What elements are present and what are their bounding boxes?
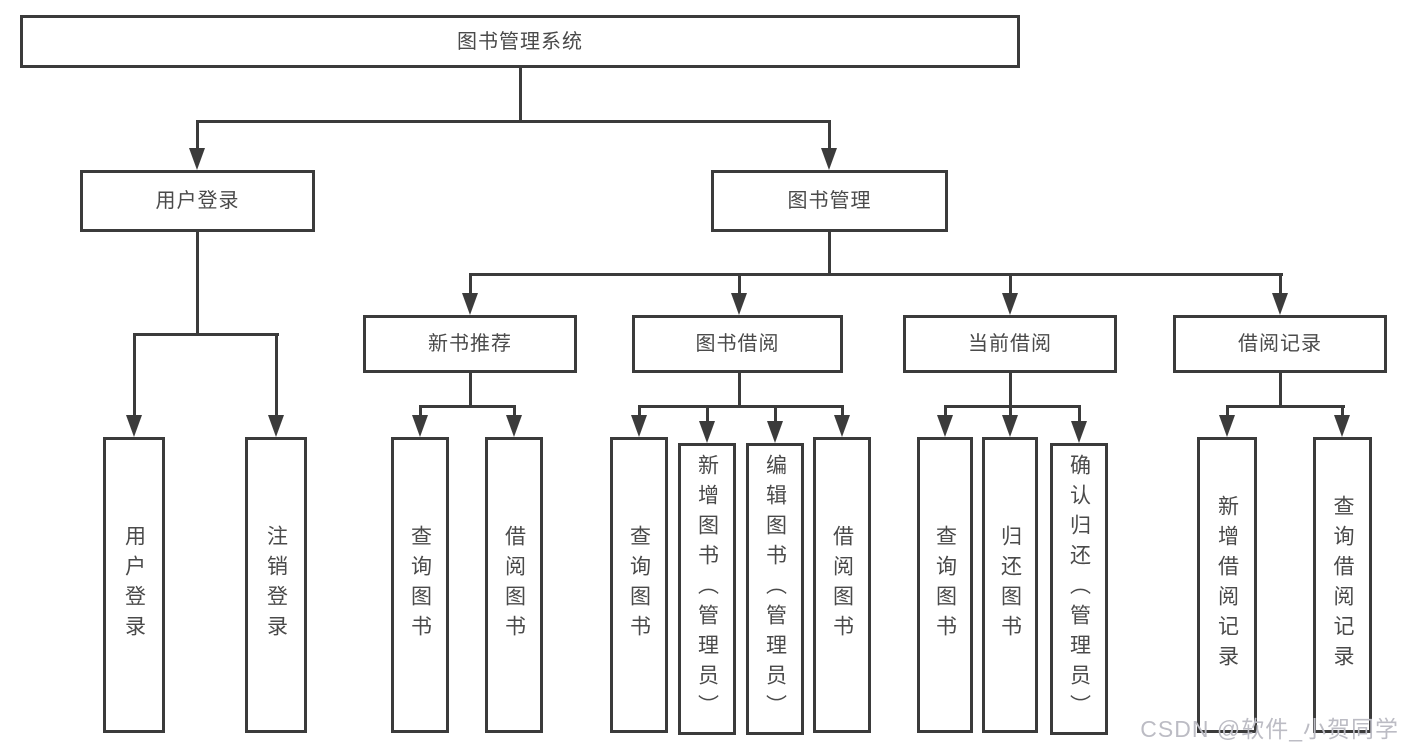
connector-hline xyxy=(133,333,279,336)
connector-arrow-line xyxy=(1341,405,1344,417)
leaf-return-books: 归还图书 xyxy=(982,437,1038,733)
leaf-add-borrow-record: 新增借阅记录 xyxy=(1197,437,1257,733)
node-borrow-records-label: 借阅记录 xyxy=(1238,333,1322,355)
leaf-add-borrow-record-label: 新增借阅记录 xyxy=(1215,495,1239,675)
leaf-confirm-return-admin: 确认归还（管理员） xyxy=(1050,443,1108,735)
connector-arrow-line xyxy=(1226,405,1229,417)
node-current-borrowing: 当前借阅 xyxy=(903,315,1117,373)
arrowhead-down-icon xyxy=(126,415,142,437)
leaf-current-query-books-label: 查询图书 xyxy=(933,525,957,645)
node-user-login-label: 用户登录 xyxy=(155,190,240,212)
arrowhead-down-icon xyxy=(937,415,953,437)
arrowhead-down-icon xyxy=(631,415,647,437)
node-borrow-records: 借阅记录 xyxy=(1173,315,1387,373)
arrowhead-down-icon xyxy=(462,293,478,315)
node-root: 图书管理系统 xyxy=(20,15,1020,68)
arrowhead-down-icon xyxy=(1334,415,1350,437)
node-book-management-label: 图书管理 xyxy=(787,190,872,212)
connector-arrow-line xyxy=(738,273,741,295)
leaf-query-borrow-record: 查询借阅记录 xyxy=(1313,437,1372,733)
connector-stem xyxy=(196,232,199,336)
vertical-paren: ） xyxy=(763,694,787,724)
vertical-paren: （ xyxy=(1067,574,1091,604)
connector-arrow-line xyxy=(196,120,199,148)
connector-arrow-line xyxy=(419,405,422,417)
connector-arrow-line xyxy=(1078,405,1081,423)
arrowhead-down-icon xyxy=(1002,293,1018,315)
leaf-add-books-admin-label: 新增图书（管理员） xyxy=(695,454,719,724)
vertical-paren: ） xyxy=(695,694,719,724)
arrowhead-down-icon xyxy=(1002,415,1018,437)
arrowhead-down-icon xyxy=(506,415,522,437)
arrowhead-down-icon xyxy=(1219,415,1235,437)
connector-arrow-line xyxy=(706,405,709,423)
connector-arrow-line xyxy=(513,405,516,417)
connector-hline xyxy=(469,273,1283,276)
connector-stem xyxy=(469,373,472,408)
arrowhead-down-icon xyxy=(767,421,783,443)
leaf-query-borrow-record-label: 查询借阅记录 xyxy=(1331,495,1354,675)
node-root-label: 图书管理系统 xyxy=(457,30,583,53)
leaf-borrowing-borrow-books: 借阅图书 xyxy=(813,437,871,733)
leaf-logout-label: 注销登录 xyxy=(264,525,288,645)
arrowhead-down-icon xyxy=(268,415,284,437)
arrowhead-down-icon xyxy=(731,293,747,315)
connector-arrow-line xyxy=(275,333,278,415)
connector-arrow-line xyxy=(1279,273,1282,295)
arrowhead-down-icon xyxy=(821,148,837,170)
leaf-user-login-label: 用户登录 xyxy=(122,525,146,645)
connector-stem xyxy=(738,373,741,408)
leaf-edit-books-admin: 编辑图书（管理员） xyxy=(746,443,804,735)
node-book-management: 图书管理 xyxy=(711,170,948,232)
connector-arrow-line xyxy=(944,405,947,417)
leaf-recommend-query-books: 查询图书 xyxy=(391,437,449,733)
leaf-borrowing-query-books-label: 查询图书 xyxy=(627,525,651,645)
leaf-add-books-admin: 新增图书（管理员） xyxy=(678,443,736,735)
connector-arrow-line xyxy=(828,120,831,148)
node-book-borrowing-label: 图书借阅 xyxy=(695,333,780,355)
node-current-borrowing-label: 当前借阅 xyxy=(968,333,1052,355)
arrowhead-down-icon xyxy=(699,421,715,443)
leaf-recommend-borrow-books-label: 借阅图书 xyxy=(502,525,526,645)
leaf-edit-books-admin-label: 编辑图书（管理员） xyxy=(763,454,787,724)
node-user-login: 用户登录 xyxy=(80,170,315,232)
connector-arrow-line xyxy=(133,333,136,415)
connector-hline xyxy=(638,405,843,408)
connector-arrow-line xyxy=(1009,273,1012,295)
connector-arrow-line xyxy=(841,405,844,417)
vertical-paren: ） xyxy=(1067,694,1091,724)
arrowhead-down-icon xyxy=(1272,293,1288,315)
connector-hline xyxy=(196,120,831,123)
leaf-return-books-label: 归还图书 xyxy=(998,525,1022,645)
leaf-recommend-query-books-label: 查询图书 xyxy=(408,525,432,645)
leaf-borrowing-query-books: 查询图书 xyxy=(610,437,668,733)
connector-stem xyxy=(828,232,831,276)
vertical-paren: （ xyxy=(763,574,787,604)
connector-arrow-line xyxy=(774,405,777,423)
node-new-book-recommend: 新书推荐 xyxy=(363,315,577,373)
connector-stem xyxy=(519,68,522,123)
connector-stem xyxy=(1279,373,1282,408)
leaf-user-login: 用户登录 xyxy=(103,437,165,733)
leaf-confirm-return-admin-label: 确认归还（管理员） xyxy=(1067,454,1091,724)
connector-arrow-line xyxy=(469,273,472,295)
vertical-paren: （ xyxy=(695,574,719,604)
arrowhead-down-icon xyxy=(834,415,850,437)
leaf-logout: 注销登录 xyxy=(245,437,307,733)
leaf-recommend-borrow-books: 借阅图书 xyxy=(485,437,543,733)
connector-hline xyxy=(944,405,1081,408)
leaf-current-query-books: 查询图书 xyxy=(917,437,973,733)
node-new-book-recommend-label: 新书推荐 xyxy=(428,333,512,355)
watermark: CSDN @软件_小贺同学 xyxy=(1140,716,1399,742)
connector-arrow-line xyxy=(1009,405,1012,417)
leaf-borrowing-borrow-books-label: 借阅图书 xyxy=(830,525,854,645)
arrowhead-down-icon xyxy=(1071,421,1087,443)
connector-hline xyxy=(419,405,516,408)
node-book-borrowing: 图书借阅 xyxy=(632,315,843,373)
connector-hline xyxy=(1226,405,1345,408)
connector-arrow-line xyxy=(638,405,641,417)
arrowhead-down-icon xyxy=(189,148,205,170)
connector-stem xyxy=(1009,373,1012,408)
arrowhead-down-icon xyxy=(412,415,428,437)
